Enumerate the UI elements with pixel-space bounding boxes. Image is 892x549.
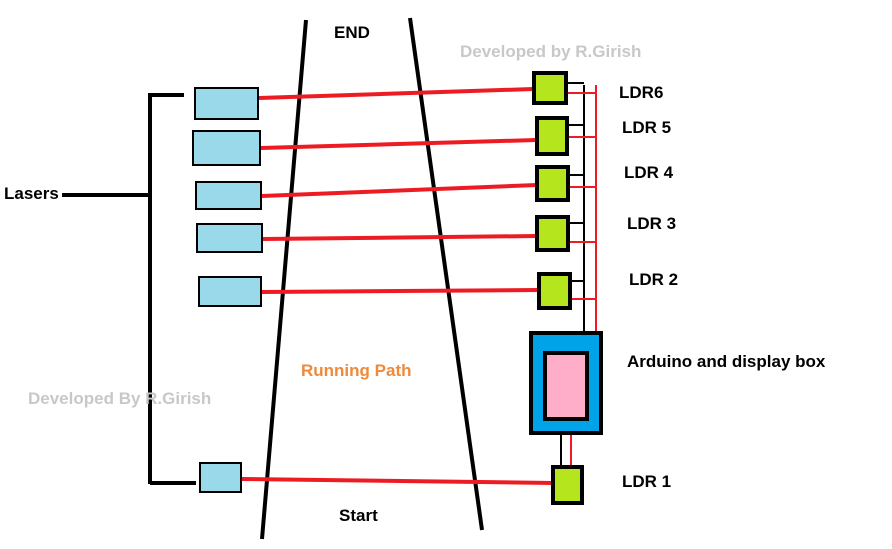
controller-label: Arduino and display box xyxy=(627,352,826,371)
ldr1-sensor xyxy=(551,465,584,505)
laser-beam-6 xyxy=(258,87,534,100)
running-path-label: Running Path xyxy=(301,361,412,380)
laser-emitter-6 xyxy=(194,87,259,120)
ldr3-label: LDR 3 xyxy=(627,214,677,233)
display-screen xyxy=(543,351,589,421)
laser-emitter-5 xyxy=(192,130,261,166)
ldr2-sensor xyxy=(537,272,572,310)
path-left-boundary xyxy=(260,19,308,540)
lasers-label: Lasers xyxy=(4,184,59,203)
laser-beam-1 xyxy=(240,477,554,485)
ldr2-label: LDR 2 xyxy=(629,270,679,289)
ldr4-label: LDR 4 xyxy=(624,163,674,182)
ldr4-sensor xyxy=(535,165,570,202)
path-right-boundary xyxy=(408,17,484,531)
ldr5-sensor xyxy=(535,116,569,156)
laser-beam-2 xyxy=(261,288,539,294)
laser-beam-3 xyxy=(262,234,538,241)
laser-emitter-1 xyxy=(199,462,242,493)
ldr3-sensor xyxy=(535,215,570,252)
ldr5-label: LDR 5 xyxy=(622,118,672,137)
laser-emitter-4 xyxy=(195,181,262,210)
watermark-top: Developed by R.Girish xyxy=(460,42,642,61)
laser-emitter-2 xyxy=(198,276,262,307)
watermark-left: Developed By R.Girish xyxy=(28,389,212,408)
start-label: Start xyxy=(339,506,378,525)
ldr1-label: LDR 1 xyxy=(622,472,672,491)
laser-beam-4 xyxy=(261,183,538,198)
ldr6-sensor xyxy=(532,71,568,105)
laser-beam-5 xyxy=(260,138,537,150)
ldr6-label: LDR6 xyxy=(619,83,664,102)
laser-emitter-3 xyxy=(196,223,263,253)
end-label: END xyxy=(334,23,370,42)
